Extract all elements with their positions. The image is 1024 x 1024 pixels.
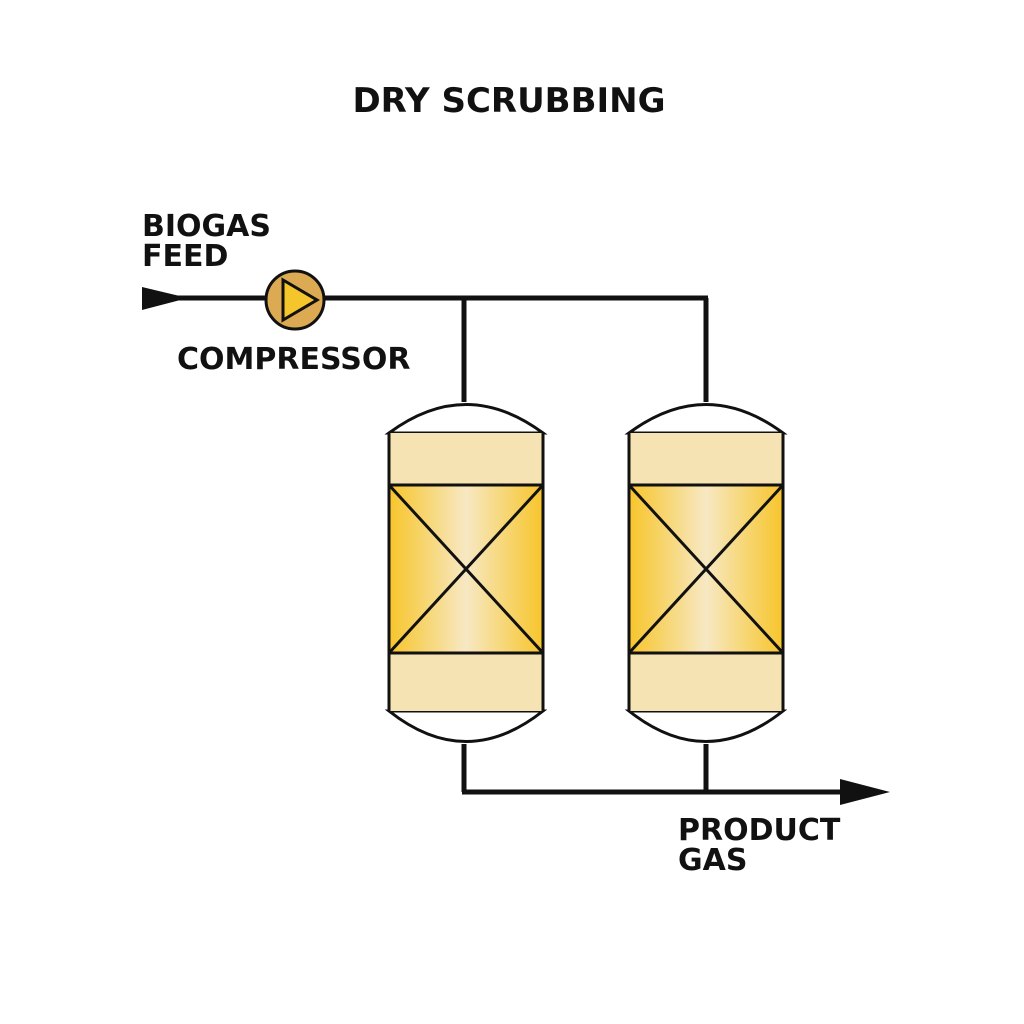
biogas-feed-label: BIOGAS FEED: [142, 212, 271, 272]
product-gas-label: PRODUCT GAS: [678, 816, 840, 876]
page-title: DRY SCRUBBING: [352, 81, 666, 121]
biogas-feed-label-line2: FEED: [142, 239, 229, 274]
biogas-feed-label-line1: BIOGAS: [142, 209, 271, 244]
vessel-1-icon: [384, 403, 548, 743]
product-outlet-arrow-icon: [840, 779, 890, 805]
product-gas-label-line2: GAS: [678, 843, 748, 878]
compressor-label: COMPRESSOR: [177, 342, 411, 377]
vessel-2-icon: [624, 403, 788, 743]
product-gas-label-line1: PRODUCT: [678, 813, 841, 848]
compressor-icon: [264, 269, 326, 331]
